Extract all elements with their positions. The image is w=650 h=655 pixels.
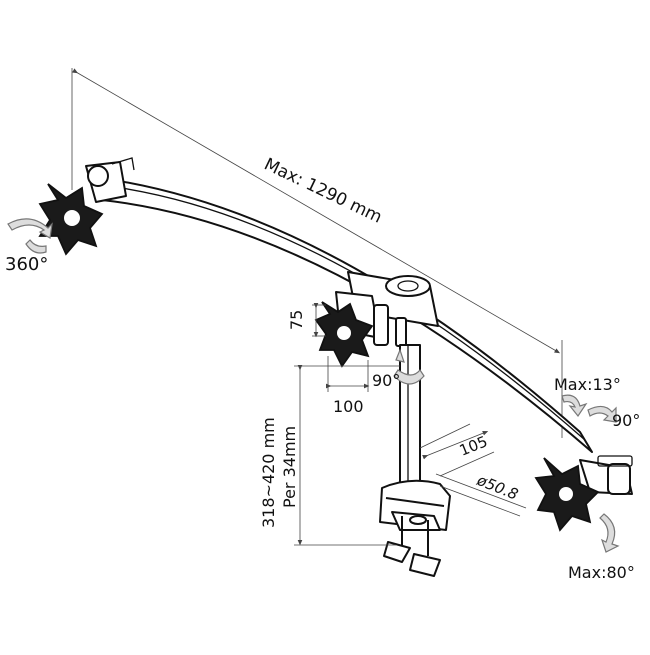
swivel-right-label: 90°: [612, 411, 640, 430]
center-vesa-plate: [314, 301, 374, 368]
base-diameter-label: ø50.8: [474, 471, 521, 504]
left-rotation-label: 360°: [5, 254, 48, 275]
main-arm: [99, 177, 593, 453]
pole-height-dimension: [294, 364, 400, 546]
right-tilt-arrows: [561, 394, 620, 553]
vesa-height-label: 75: [287, 310, 306, 330]
tilt-bottom-label: Max:80°: [568, 563, 635, 582]
center-rotation-label: 90°: [372, 371, 400, 390]
clamp-depth-dimension: [419, 423, 527, 517]
left-monitor-head: [38, 157, 135, 256]
pole-diameter-note: Per 34mm: [280, 426, 299, 508]
right-monitor-head: [534, 455, 633, 532]
pole: [399, 344, 421, 496]
desk-clamp: [379, 479, 451, 577]
vesa-dimensions: [312, 302, 370, 392]
vesa-width-label: 100: [333, 397, 364, 416]
center-rotation-arrow: [393, 348, 425, 385]
max-length-label: Max: 1290 mm: [261, 154, 385, 227]
tilt-max-label: Max:13°: [554, 375, 621, 394]
pole-height-label: 318~420 mm: [259, 417, 278, 528]
left-rotation-arrow: [7, 218, 53, 254]
